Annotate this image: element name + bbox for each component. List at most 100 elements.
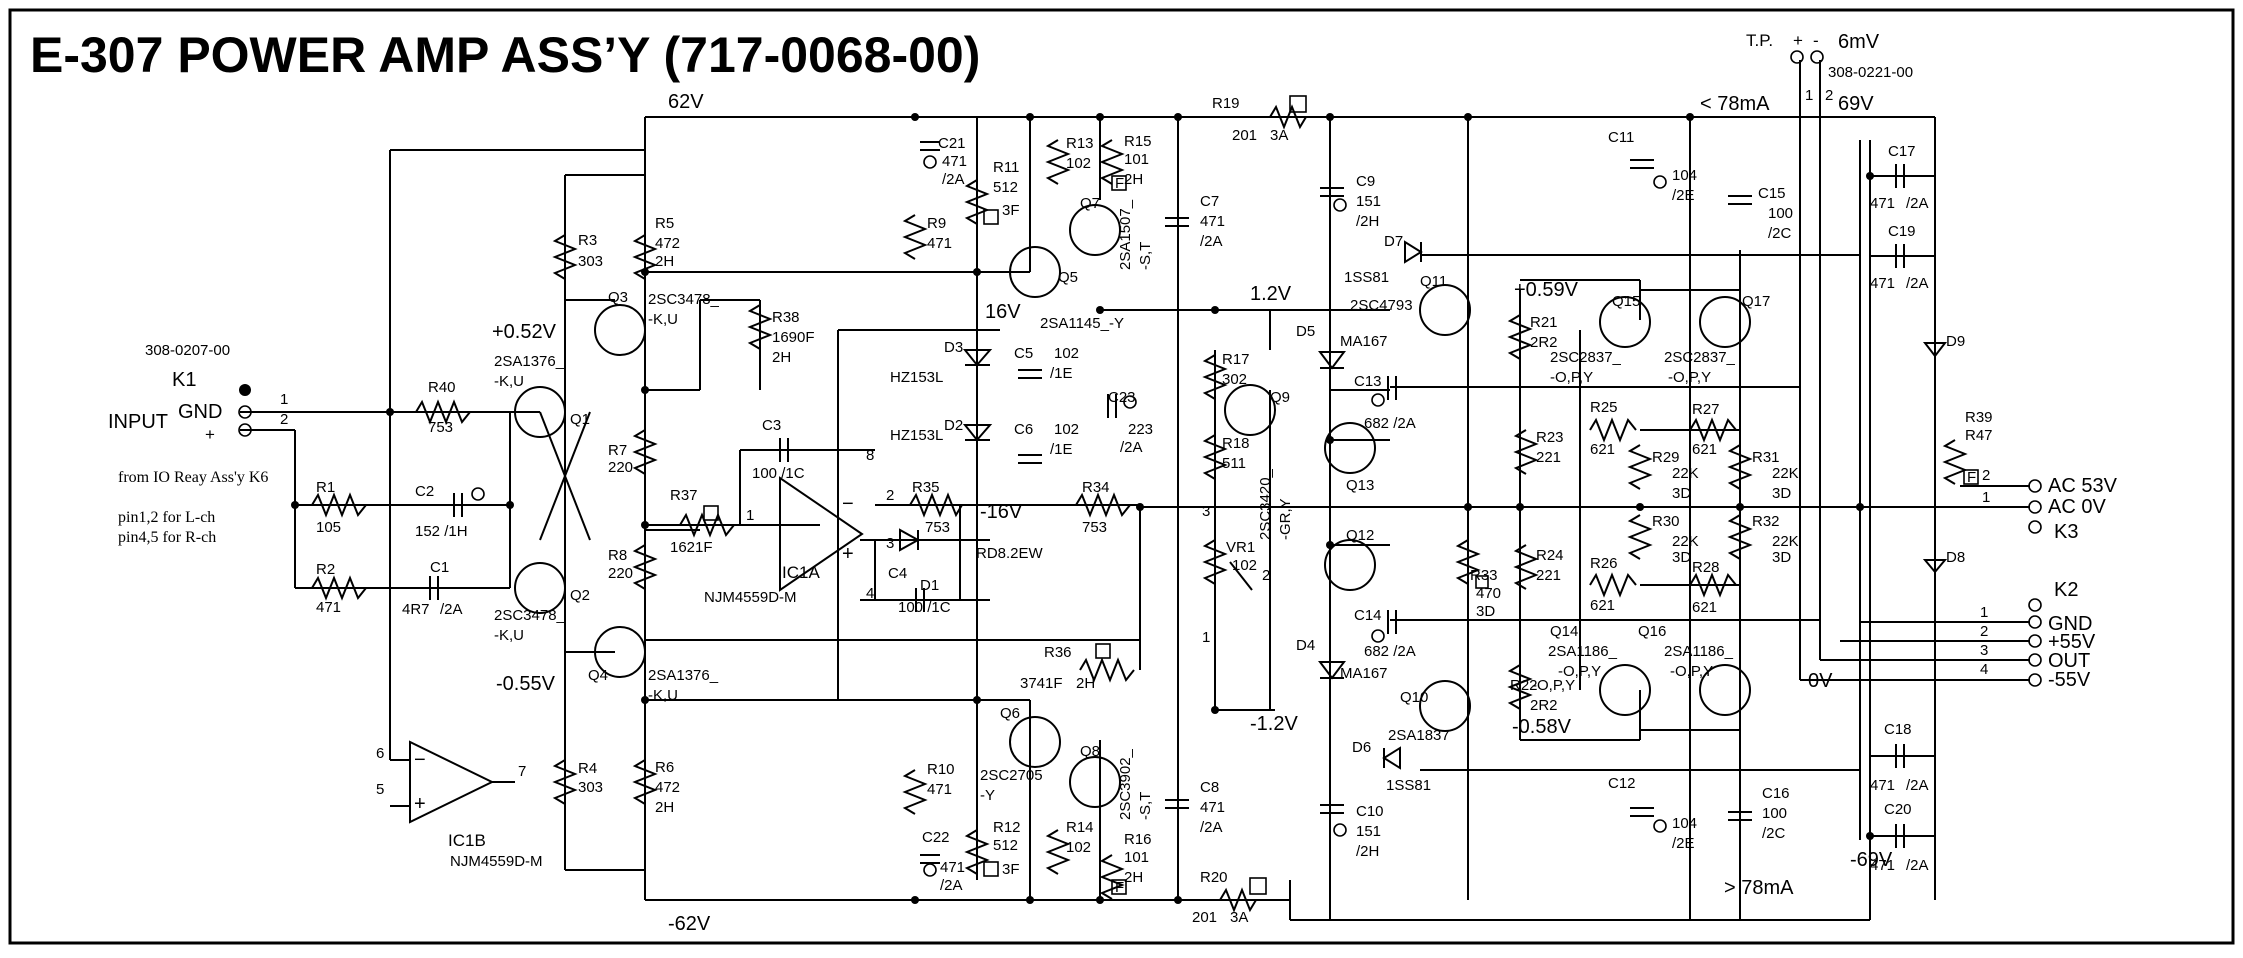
svg-text:2SC4793: 2SC4793 [1350, 297, 1413, 314]
svg-text:102: 102 [1054, 345, 1079, 362]
svg-text:C21: C21 [938, 135, 966, 152]
svg-text:221: 221 [1536, 567, 1561, 584]
q17-body [1699, 296, 1751, 348]
svg-text:302: 302 [1222, 371, 1247, 388]
svg-text:C22: C22 [922, 829, 950, 846]
r3 [552, 234, 578, 280]
svg-text:201: 201 [1192, 909, 1217, 926]
svg-text:Q13: Q13 [1346, 477, 1374, 494]
svg-text:16V: 16V [985, 301, 1021, 323]
resistors [311, 104, 1968, 913]
q3-body [594, 304, 646, 356]
svg-text:471: 471 [942, 153, 967, 170]
svg-text:1: 1 [280, 391, 288, 408]
svg-text:R25: R25 [1590, 399, 1618, 416]
svg-text:R11: R11 [993, 159, 1019, 176]
svg-text:/2A: /2A [1200, 819, 1223, 836]
ic1a-symbol [779, 476, 864, 592]
svg-text:GND: GND [178, 401, 222, 423]
svg-text:HZ153L: HZ153L [890, 427, 943, 444]
svg-text:-O,P,Y: -O,P,Y [1558, 663, 1601, 680]
svg-text:2SC2837_: 2SC2837_ [1550, 349, 1622, 366]
svg-text:220: 220 [608, 459, 633, 476]
svg-text:OUT: OUT [2048, 650, 2090, 672]
svg-text:R32: R32 [1752, 513, 1780, 530]
svg-text:2: 2 [1980, 623, 1988, 640]
svg-text:AC 53V: AC 53V [2048, 475, 2118, 497]
svg-text:C18: C18 [1884, 721, 1912, 738]
svg-text:NJM4559D-M: NJM4559D-M [704, 589, 797, 606]
svg-text:2H: 2H [1076, 675, 1095, 692]
q14-body [1599, 664, 1651, 716]
svg-text:C20: C20 [1884, 801, 1912, 818]
current-bot: > 78mA [1724, 877, 1794, 899]
q2-body [514, 562, 566, 614]
r18 [1202, 434, 1228, 480]
q9-body [1224, 384, 1276, 436]
svg-text:C14: C14 [1354, 607, 1382, 624]
svg-text:2H: 2H [655, 799, 674, 816]
r1 [311, 492, 367, 518]
svg-text:2: 2 [1262, 567, 1270, 584]
junction-dots [291, 113, 1874, 904]
svg-text:1SS81: 1SS81 [1386, 777, 1431, 794]
svg-text:/2C: /2C [1762, 825, 1786, 842]
svg-text:C10: C10 [1356, 803, 1384, 820]
svg-text:471: 471 [940, 859, 965, 876]
r9 [902, 214, 928, 260]
r16 [1099, 854, 1125, 900]
svg-text:-Y: -Y [980, 787, 995, 804]
svg-text:R7: R7 [608, 442, 627, 459]
svg-text:Q14: Q14 [1550, 623, 1578, 640]
r17 [1202, 354, 1228, 400]
labels: 62V -62V < 78mA 69V > 78mA -69V 0V T.P. … [108, 31, 2118, 935]
svg-text:1: 1 [746, 507, 754, 524]
svg-text:2SC3478_: 2SC3478_ [494, 607, 566, 624]
svg-text:Q2: Q2 [570, 587, 590, 604]
svg-text:22K: 22K [1772, 465, 1799, 482]
svg-text:3F: 3F [1002, 861, 1020, 878]
svg-text:3D: 3D [1772, 485, 1791, 502]
svg-text:-0.58V: -0.58V [1512, 716, 1572, 738]
svg-text:472: 472 [655, 779, 680, 796]
svg-text:R20: R20 [1200, 869, 1228, 886]
svg-text:100 /1C: 100 /1C [898, 599, 951, 616]
svg-text:AC 0V: AC 0V [2048, 496, 2106, 518]
svg-text:2SC3902_: 2SC3902_ [1117, 748, 1134, 820]
svg-text:/2A: /2A [942, 171, 965, 188]
svg-text:512: 512 [993, 179, 1018, 196]
svg-text:2SA1376_: 2SA1376_ [648, 667, 719, 684]
r23 [1513, 429, 1539, 475]
svg-text:C7: C7 [1200, 193, 1219, 210]
svg-text:+: + [842, 543, 854, 565]
svg-text:2: 2 [886, 487, 894, 504]
svg-text:102: 102 [1054, 421, 1079, 438]
svg-text:C23: C23 [1108, 389, 1136, 406]
svg-text:R30: R30 [1652, 513, 1680, 530]
svg-text:R31: R31 [1752, 449, 1780, 466]
svg-text:C12: C12 [1608, 775, 1636, 792]
svg-text:Q5: Q5 [1058, 269, 1078, 286]
svg-text:-S,T: -S,T [1137, 242, 1154, 270]
svg-text:1: 1 [1982, 489, 1990, 506]
r30 [1627, 514, 1653, 560]
svg-text:621: 621 [1692, 599, 1717, 616]
r13 [1045, 139, 1071, 185]
svg-text:22K: 22K [1672, 465, 1699, 482]
svg-text:Q6: Q6 [1000, 705, 1020, 722]
r38 [747, 304, 773, 350]
svg-text:682 /2A: 682 /2A [1364, 415, 1416, 432]
svg-text:2H: 2H [1124, 869, 1143, 886]
svg-text:2SC3420_: 2SC3420_ [1257, 468, 1274, 540]
q4-body [594, 626, 646, 678]
svg-text:/2H: /2H [1356, 843, 1379, 860]
svg-text:2SC2705: 2SC2705 [980, 767, 1043, 784]
svg-text:2: 2 [280, 411, 288, 428]
svg-text:512: 512 [993, 837, 1018, 854]
svg-text:3D: 3D [1476, 603, 1495, 620]
svg-text:-K,U: -K,U [648, 687, 678, 704]
svg-text:Q16: Q16 [1638, 623, 1666, 640]
svg-text:−: − [414, 749, 426, 771]
svg-text:2SC3478_: 2SC3478_ [648, 291, 720, 308]
